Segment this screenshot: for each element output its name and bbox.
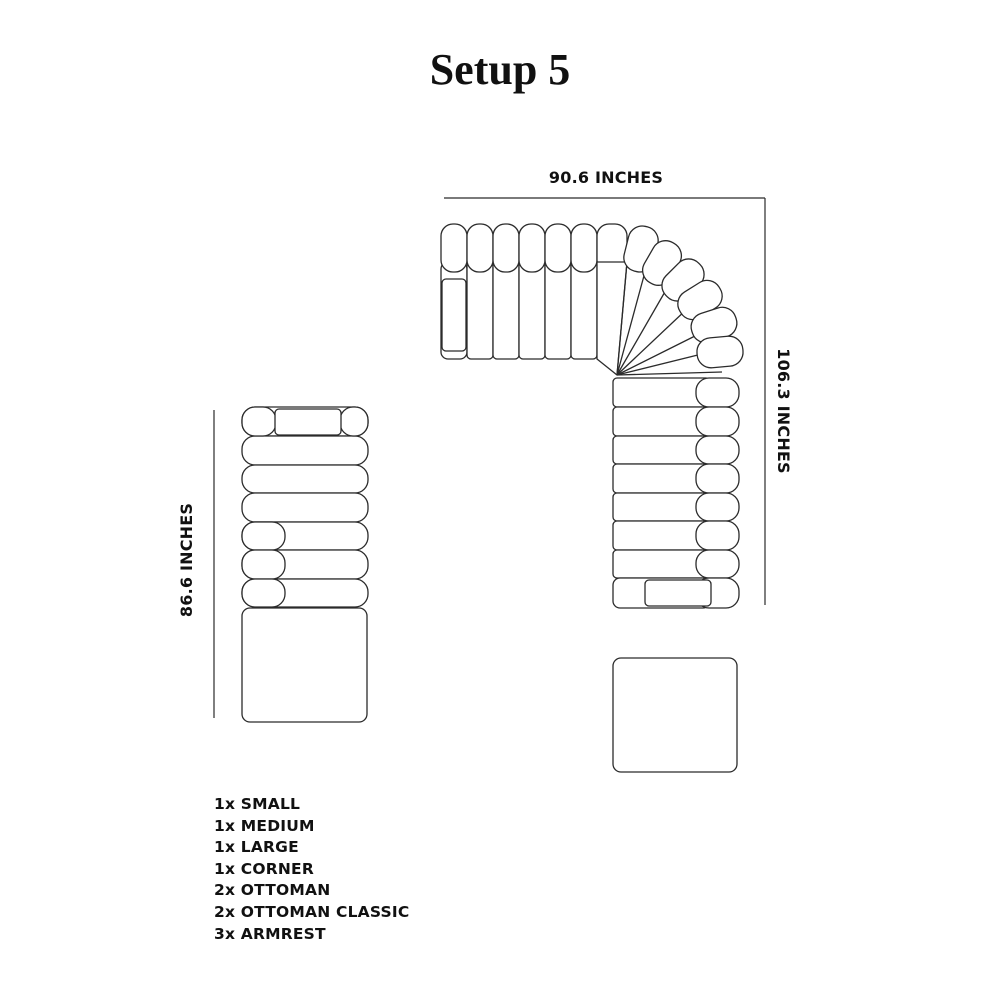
list-item: 3x ARMREST bbox=[214, 924, 326, 943]
sofa-backrest-top bbox=[440, 223, 628, 273]
sofa-seat-base-top bbox=[440, 261, 598, 360]
list-item: 1x MEDIUM bbox=[214, 816, 315, 835]
page-title: Setup 5 bbox=[429, 45, 571, 94]
sofa-seat-base-side bbox=[612, 377, 711, 609]
list-item: 1x CORNER bbox=[214, 859, 314, 878]
dimension-length-label: 86.6 INCHES bbox=[177, 503, 196, 617]
armrest bbox=[441, 278, 467, 352]
dimension-width bbox=[444, 197, 766, 605]
ottoman bbox=[241, 607, 368, 723]
dimension-width-label: 90.6 INCHES bbox=[549, 168, 663, 187]
straight-sofa bbox=[241, 406, 369, 723]
dimension-depth-label: 106.3 INCHES bbox=[774, 348, 793, 474]
sofa-backrest-left bbox=[241, 406, 369, 608]
sofa-corner-fan bbox=[596, 225, 744, 376]
list-item: 1x SMALL bbox=[214, 795, 301, 813]
armrest bbox=[644, 579, 712, 607]
armrest bbox=[274, 408, 342, 436]
ottoman bbox=[612, 657, 738, 773]
pieces-list: 1x SMALL 1x MEDIUM 1x LARGE 1x CORNER 2x… bbox=[214, 794, 409, 945]
list-item: 2x OTTOMAN CLASSIC bbox=[214, 902, 410, 921]
list-item: 1x LARGE bbox=[214, 838, 299, 857]
l-shaped-sofa bbox=[440, 223, 744, 773]
list-item: 2x OTTOMAN bbox=[214, 881, 331, 900]
